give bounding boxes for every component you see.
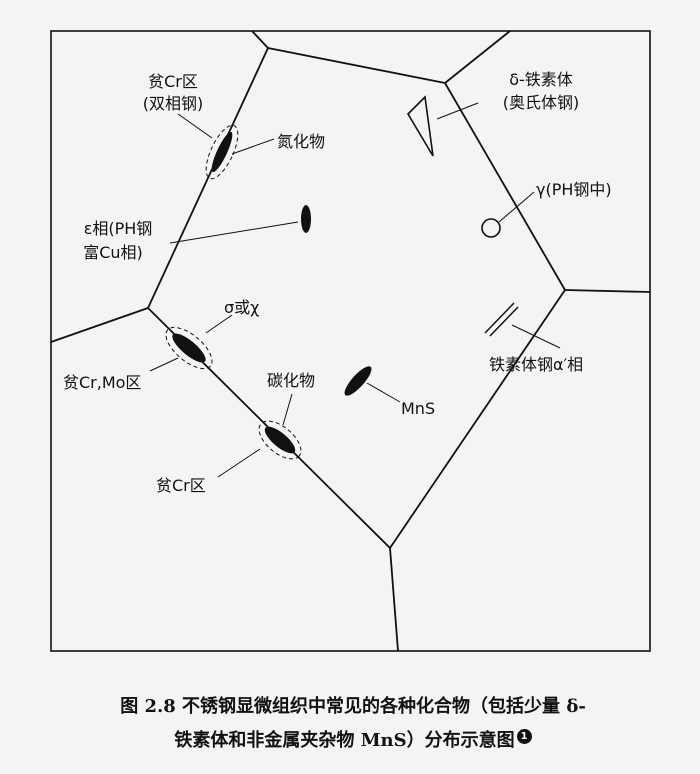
nitride-particle bbox=[211, 131, 233, 173]
alpha-prime-needle-2 bbox=[489, 306, 519, 337]
caption-line-2: 铁素体和非金属夹杂物 MnS）分布示意图 bbox=[174, 730, 515, 751]
mns-inclusion bbox=[344, 366, 372, 396]
leader-carbide bbox=[282, 393, 293, 426]
diagram-labels: 贫Cr区 (双相钢) 氮化物 δ-铁素体 (奥氏体钢) γ(PH钢中) ε相(P… bbox=[63, 70, 612, 495]
microstructure-diagram: 贫Cr区 (双相钢) 氮化物 δ-铁素体 (奥氏体钢) γ(PH钢中) ε相(P… bbox=[50, 30, 651, 652]
leader-mns bbox=[366, 382, 401, 403]
pin-cr-zone-top bbox=[205, 124, 239, 180]
label-epsilon-1: ε相(PH钢 bbox=[84, 219, 153, 238]
label-nitride: 氮化物 bbox=[277, 132, 325, 151]
leader-sigma-chi bbox=[205, 314, 233, 334]
caption-line-1: 图 2.8 不锈钢显微组织中常见的各种化合物（包括少量 δ- bbox=[120, 696, 586, 717]
pin-cr-mo-zone bbox=[165, 326, 213, 370]
leader-delta-ferrite bbox=[436, 102, 479, 120]
label-delta-ferrite-1: δ-铁素体 bbox=[509, 70, 573, 89]
leader-pin-cr-top bbox=[177, 113, 213, 139]
label-pin-cr-bottom: 贫Cr区 bbox=[156, 476, 206, 495]
leader-gamma bbox=[498, 191, 535, 223]
phase-features bbox=[165, 95, 519, 460]
label-alpha-prime: 铁素体钢α′相 bbox=[489, 355, 583, 374]
label-pin-cr-top-1: 贫Cr区 bbox=[148, 72, 198, 91]
label-carbide: 碳化物 bbox=[267, 371, 315, 390]
figure-caption: 图 2.8 不锈钢显微组织中常见的各种化合物（包括少量 δ- 铁素体和非金属夹杂… bbox=[28, 690, 678, 758]
label-gamma: γ(PH钢中) bbox=[536, 180, 612, 199]
leader-pin-cr-bottom bbox=[217, 448, 261, 478]
boundary-left-upper bbox=[147, 47, 269, 309]
leader-alpha-prime bbox=[511, 324, 561, 349]
pin-cr-zone-bottom bbox=[258, 420, 302, 460]
label-sigma-chi: σ或χ bbox=[224, 298, 259, 317]
sigma-chi-particle bbox=[172, 333, 206, 363]
epsilon-particle bbox=[301, 205, 311, 233]
boundary-bottom bbox=[389, 547, 399, 652]
leader-pin-cr-mo bbox=[149, 357, 179, 372]
alpha-prime-needle-1 bbox=[484, 302, 515, 334]
boundary-right-upper bbox=[444, 82, 566, 291]
gamma-circle bbox=[481, 218, 501, 238]
label-epsilon-2: 富Cu相) bbox=[83, 243, 143, 262]
label-delta-ferrite-2: (奥氏体钢) bbox=[503, 93, 580, 112]
footnote-marker: 1 bbox=[516, 729, 532, 744]
boundary-left-branch bbox=[50, 307, 149, 343]
delta-ferrite-shape bbox=[406, 95, 434, 157]
leader-lines bbox=[149, 102, 561, 478]
boundary-right-branch bbox=[564, 289, 651, 293]
label-mns: MnS bbox=[401, 399, 435, 418]
leader-nitride bbox=[231, 138, 275, 155]
grain-boundaries bbox=[50, 30, 651, 652]
diagram-frame bbox=[50, 30, 651, 652]
leader-epsilon bbox=[169, 221, 299, 244]
label-pin-cr-mo: 贫Cr,Mo区 bbox=[63, 373, 141, 392]
boundary-top-left bbox=[251, 30, 511, 84]
label-pin-cr-top-2: (双相钢) bbox=[143, 94, 204, 113]
carbide-particle bbox=[264, 426, 296, 454]
boundary-right-lower bbox=[389, 289, 566, 549]
